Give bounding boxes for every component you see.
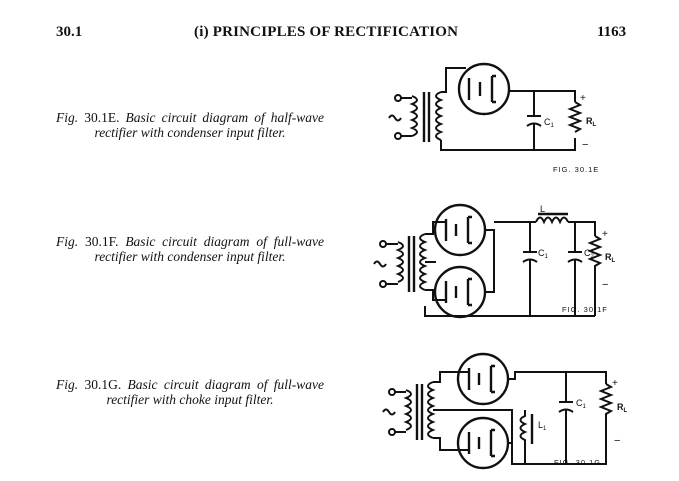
diagram-label: FIG. 30.1E (553, 165, 599, 174)
c1-label: C1 (544, 117, 555, 129)
input-terminal (388, 388, 396, 396)
c1-label: C1 (576, 398, 587, 410)
rl-label: RL (617, 402, 628, 414)
page-title: (i) PRINCIPLES OF RECTIFICATION (194, 24, 459, 40)
input-terminal (388, 428, 396, 436)
diode-tube-upper (433, 203, 487, 257)
c1-label: C1 (538, 248, 549, 260)
diagram-fig-30-1f: L C1 C2 RL + − FIG. 30.1F (373, 203, 616, 319)
caption-fig-30-1g: Fig. 30.1G. Basic circuit diagram of ful… (56, 377, 324, 407)
transformer-primary (395, 241, 404, 283)
caption-number: 30.1E. (84, 110, 120, 125)
positive-label: + (602, 229, 608, 240)
caption-fig-30-1f: Fig. 30.1F. Basic circuit diagram of ful… (56, 234, 324, 264)
c2-label: C2 (584, 248, 595, 260)
transformer-core (415, 384, 424, 440)
capacitor-c2 (567, 258, 583, 263)
caption-prefix: Fig. (56, 377, 79, 392)
negative-label: − (602, 279, 608, 291)
diode-tube (457, 62, 511, 116)
negative-label: − (614, 435, 620, 447)
diode-tube-lower (433, 265, 487, 319)
section-number: 30.1 (56, 24, 83, 40)
rl-label: RL (586, 116, 597, 128)
diode-tube-lower (456, 416, 510, 470)
l-label: L (540, 204, 545, 214)
choke-l (535, 216, 569, 225)
ac-source-symbol (373, 260, 387, 268)
caption-number: 30.1F. (85, 234, 119, 249)
input-terminal (379, 240, 387, 248)
caption-prefix: Fig. (56, 110, 79, 125)
transformer-primary (403, 389, 412, 431)
transformer-secondary (435, 91, 444, 141)
capacitor-c1 (558, 408, 574, 413)
caption-text: Basic circuit diagram of full-wave recti… (106, 377, 325, 407)
diagram-label: FIG. 30.1F (562, 305, 608, 314)
diagram-fig-30-1e: C1 RL + − FIG. 30.1E (388, 62, 599, 174)
caption-prefix: Fig. (56, 234, 79, 249)
ac-source-symbol (382, 408, 396, 416)
choke-l1 (519, 410, 528, 464)
diagram-fig-30-1g: L1 C1 RL + − FIG. 30.1G (382, 352, 628, 470)
negative-label: − (582, 139, 588, 151)
transformer-core (422, 92, 431, 142)
input-terminal (379, 280, 387, 288)
caption-text: Basic circuit diagram of full-wave recti… (94, 234, 325, 264)
diagram-label: FIG. 30.1G (554, 458, 601, 467)
transformer-secondary (419, 233, 428, 291)
transformer-secondary (427, 381, 436, 439)
resistor-rl (587, 235, 603, 316)
positive-label: + (580, 93, 586, 104)
resistor-rl (598, 383, 614, 444)
l1-label: L1 (538, 420, 547, 432)
transformer-primary (409, 95, 418, 137)
caption-fig-30-1e: Fig. 30.1E. Basic circuit diagram of hal… (56, 110, 324, 140)
diode-tube-upper (456, 352, 510, 406)
capacitor-c1 (522, 258, 538, 263)
page-number: 1163 (597, 24, 627, 40)
ac-source-symbol (388, 114, 402, 122)
caption-text: Basic circuit diagram of half-wave recti… (94, 110, 325, 140)
resistor-rl (567, 101, 583, 133)
input-terminal (394, 94, 402, 102)
positive-label: + (612, 378, 618, 389)
rl-label: RL (605, 252, 616, 264)
transformer-core (407, 236, 416, 292)
capacitor-c1 (526, 122, 542, 127)
caption-number: 30.1G. (84, 377, 122, 392)
input-terminal (394, 132, 402, 140)
